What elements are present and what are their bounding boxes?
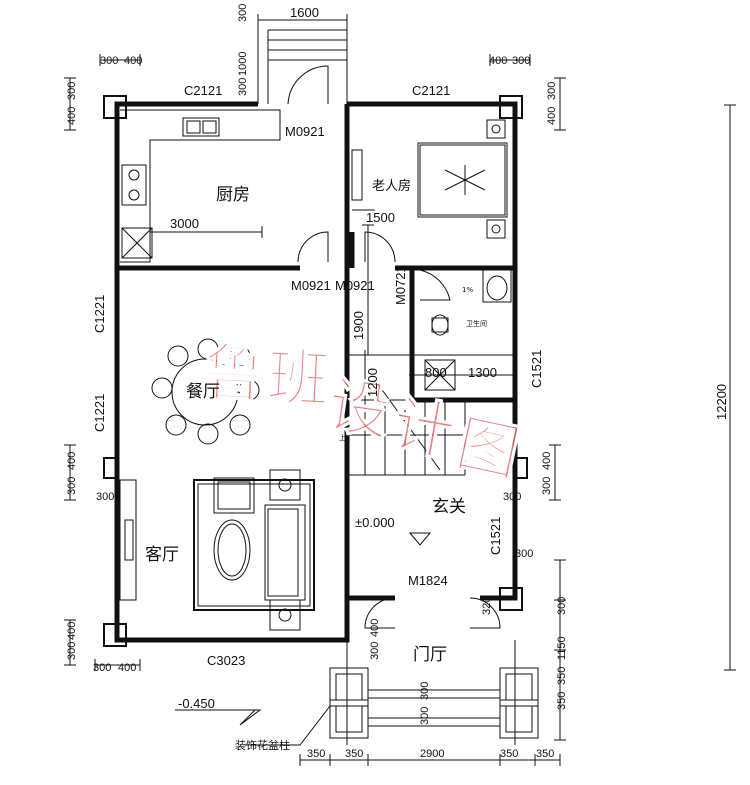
dim-tr-400: 400 (489, 55, 507, 67)
dim-top-300b: 300 (237, 78, 249, 96)
dim-midright-300b: 300 (503, 491, 521, 503)
dim-midright-300: 300 (541, 477, 553, 495)
window-c2121-left: C2121 (184, 83, 222, 98)
back-steps (257, 20, 348, 105)
bathroom-fixtures (419, 269, 512, 391)
dim-total-12200: 12200 (714, 384, 729, 420)
stair-up-note: 上 (339, 433, 346, 442)
dim-stair-1900: 1900 (351, 311, 366, 340)
dim-midright-400: 400 (541, 452, 553, 470)
dining-label: 餐厅 (186, 382, 220, 402)
dim-entry-400: 400 (369, 619, 381, 637)
living-label: 客厅 (145, 545, 179, 565)
slope-note: 1% (462, 286, 473, 294)
window-c1521-upper: C1521 (529, 350, 544, 388)
door-m0921-mid-b: M0921 (335, 278, 375, 293)
dim-botleft-300b: 300 (93, 662, 111, 674)
dim-bot-350c: 350 (500, 748, 518, 760)
dim-right-400: 400 (546, 107, 558, 125)
dim-botright-350b: 350 (556, 692, 568, 710)
dim-midleft-400: 400 (66, 452, 78, 470)
dim-entry-300b: 300 (419, 682, 431, 700)
floor-level: ±0.000 (355, 515, 395, 530)
window-c1221-upper: C1221 (92, 295, 107, 333)
door-m0921-top: M0921 (285, 124, 325, 139)
dim-stair-1200: 1200 (365, 368, 380, 397)
dim-left-400: 400 (66, 107, 78, 125)
dim-kitchen-3000: 3000 (170, 216, 199, 231)
bathroom-label: 卫生间 (466, 319, 487, 328)
elder-room-label: 老人房 (372, 178, 411, 194)
dim-botright-300: 300 (556, 597, 568, 615)
watermark-char-2: 班 (265, 340, 331, 416)
watermark-char-4: 计 (387, 387, 461, 470)
dim-botleft-400: 400 (66, 622, 78, 640)
walls (103, 95, 528, 647)
dim-midright-300c: 300 (515, 548, 533, 560)
entry-hall-label: 门厅 (413, 645, 447, 665)
watermark-char-1: 鲁 (201, 335, 267, 411)
dim-tr-300: 300 (512, 55, 530, 67)
dim-tl-400: 400 (124, 55, 142, 67)
dim-tl-300: 300 (100, 55, 118, 67)
living-furniture (119, 469, 315, 631)
door-m1824: M1824 (408, 573, 448, 588)
dim-top-1000: 1000 (237, 52, 249, 76)
dim-bot-2900: 2900 (420, 748, 444, 760)
foyer-label: 玄关 (432, 497, 466, 517)
dim-top-1600: 1600 (290, 5, 319, 20)
dimension-lines (64, 14, 736, 766)
door-m0921-mid-a: M0921 (291, 278, 331, 293)
dim-bath-1300: 1300 (468, 365, 497, 380)
planter-note: 装饰花盆柱 (235, 738, 290, 752)
dim-bot-350b: 350 (345, 748, 363, 760)
dim-botright-350a: 350 (556, 667, 568, 685)
dim-left-300: 300 (66, 82, 78, 100)
dim-botright-1150: 1150 (556, 636, 568, 660)
dim-entry-320: 320 (481, 597, 493, 615)
kitchen-fixtures (120, 109, 396, 263)
dim-top-300: 300 (237, 4, 249, 22)
dim-bot-350d: 350 (536, 748, 554, 760)
dim-botleft-400b: 400 (118, 662, 136, 674)
entry-porch (329, 597, 539, 745)
bedroom-fixtures (351, 119, 508, 239)
dim-bath-800: 800 (425, 365, 447, 380)
outside-level: -0.450 (178, 696, 215, 711)
window-marks (114, 101, 518, 643)
door-m0721: M0721 (393, 265, 408, 305)
dim-bot-350a: 350 (307, 748, 325, 760)
watermark-char-3: 设 (323, 368, 395, 449)
window-c1521-lower: C1521 (488, 517, 503, 555)
dim-entry-300a: 300 (369, 642, 381, 660)
window-c3023: C3023 (207, 653, 245, 668)
window-c2121-right: C2121 (412, 83, 450, 98)
dim-botleft-300: 300 (66, 642, 78, 660)
dining-table (151, 338, 260, 445)
staircase (345, 350, 515, 476)
kitchen-label: 厨房 (216, 185, 250, 205)
dim-entry-300c: 300 (419, 707, 431, 725)
window-c1221-lower: C1221 (92, 394, 107, 432)
dim-elder-1500: 1500 (366, 210, 395, 225)
dim-midleft-300: 300 (66, 477, 78, 495)
dim-right-300: 300 (546, 82, 558, 100)
dim-midleft-300b: 300 (96, 491, 114, 503)
